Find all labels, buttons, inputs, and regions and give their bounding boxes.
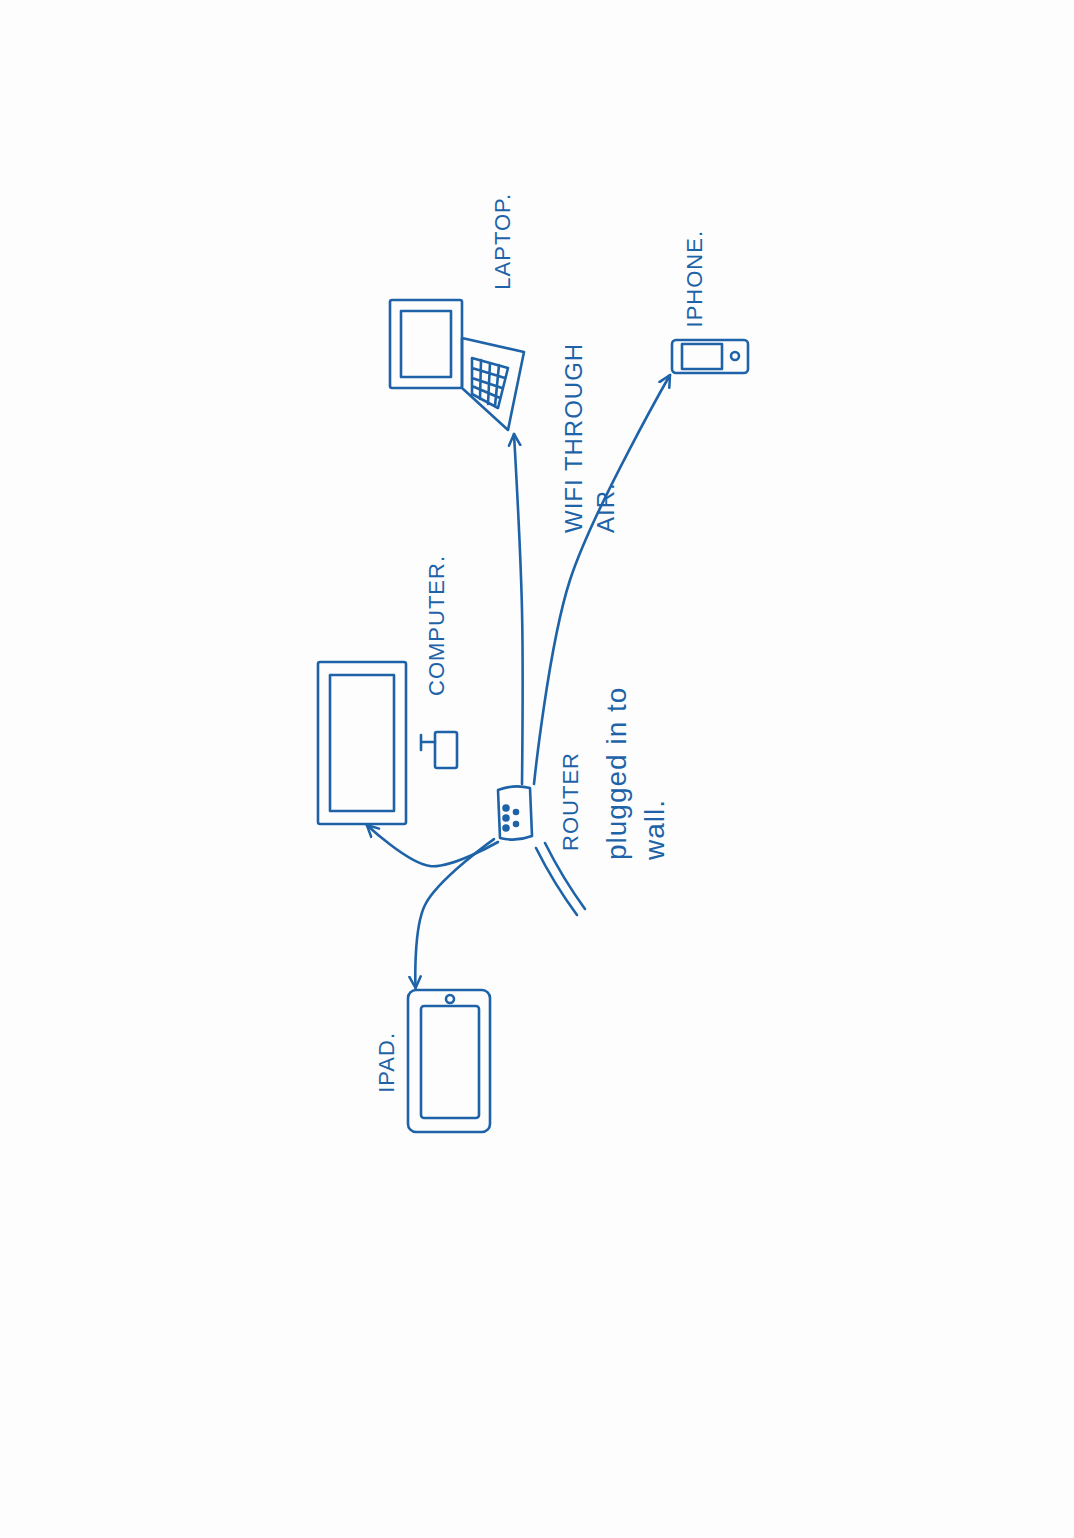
router-body (498, 786, 532, 839)
tablet-body-group (408, 990, 490, 1132)
note-text: WIFI THROUGH AIR. (558, 318, 623, 533)
computer-tower (435, 732, 457, 768)
router-light-group (504, 816, 509, 821)
device-node: COMPUTER. (315, 660, 463, 825)
device-label: IPHONE. (680, 230, 710, 327)
monitor-stand (421, 735, 435, 750)
phone-button-group (731, 352, 739, 360)
router-light-group (504, 806, 509, 811)
device-outline (388, 296, 528, 434)
laptop-base (462, 338, 524, 430)
router-light (514, 822, 518, 826)
note-text: plugged in to wall. (598, 645, 674, 860)
router-light (504, 826, 509, 831)
device-node: LAPTOP. (388, 296, 528, 434)
wifi-arrow (514, 434, 523, 784)
cable-wire (545, 843, 585, 909)
laptop-keys-group (472, 358, 508, 408)
wifi-arrow (534, 375, 670, 784)
router-light (504, 806, 509, 811)
phone-body-group (672, 340, 748, 373)
laptop-screen (401, 311, 451, 377)
router-light (514, 810, 518, 814)
device-label: COMPUTER. (422, 555, 452, 696)
connector-layer (367, 375, 670, 988)
power-cable (536, 843, 585, 915)
router-body-group (498, 786, 532, 839)
monitor-frame (318, 662, 406, 824)
device-label: ROUTER (556, 752, 586, 851)
device-node: ROUTERplugged in to wall. (494, 784, 534, 842)
monitor-screen (330, 675, 394, 811)
router-light-group (514, 810, 518, 814)
router-light (504, 816, 509, 821)
laptop-screen-group (401, 311, 451, 377)
device-label: LAPTOP. (488, 193, 518, 290)
phone-screen (682, 344, 722, 369)
device-label: IPAD. (372, 1032, 402, 1093)
tablet-body (408, 990, 490, 1132)
laptop-keys (472, 358, 508, 408)
laptop-base-group (462, 338, 524, 430)
tablet-button (446, 995, 454, 1003)
monitor-screen-group (330, 675, 394, 811)
tablet-screen (421, 1006, 479, 1118)
laptop-lid-group (390, 300, 462, 388)
device-outline (494, 784, 534, 842)
phone-body (672, 340, 748, 373)
phone-button (731, 352, 739, 360)
computer-tower-group (435, 732, 457, 768)
router-light-group (504, 826, 509, 831)
tablet-screen-group (421, 1006, 479, 1118)
laptop-lid (390, 300, 462, 388)
wifi-arrow (415, 839, 494, 988)
tablet-button-group (446, 995, 454, 1003)
wifi-arrow (367, 825, 498, 866)
monitor-frame-group (318, 662, 406, 824)
monitor-stand-group (421, 735, 435, 750)
device-outline (405, 988, 493, 1136)
device-node: IPHONE. (670, 338, 750, 375)
device-node: IPAD. (405, 988, 493, 1136)
cable-wire (536, 848, 577, 915)
router-light-group (514, 822, 518, 826)
device-outline (670, 338, 750, 375)
phone-screen-group (682, 344, 722, 369)
